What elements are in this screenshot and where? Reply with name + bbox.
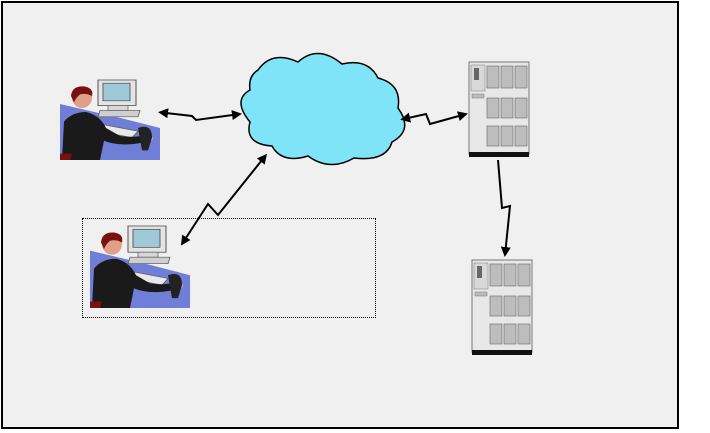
connector-user1-cloud (166, 113, 240, 120)
user-computer-icon (60, 80, 160, 160)
connector-server1-server2 (498, 160, 510, 255)
connector-cloud-user2 (182, 160, 262, 244)
user-computer-icon (90, 226, 190, 308)
connector-cloud-server1 (408, 114, 466, 124)
cloud-icon (241, 53, 405, 164)
server-icon (469, 62, 529, 157)
server-icon (472, 260, 532, 355)
